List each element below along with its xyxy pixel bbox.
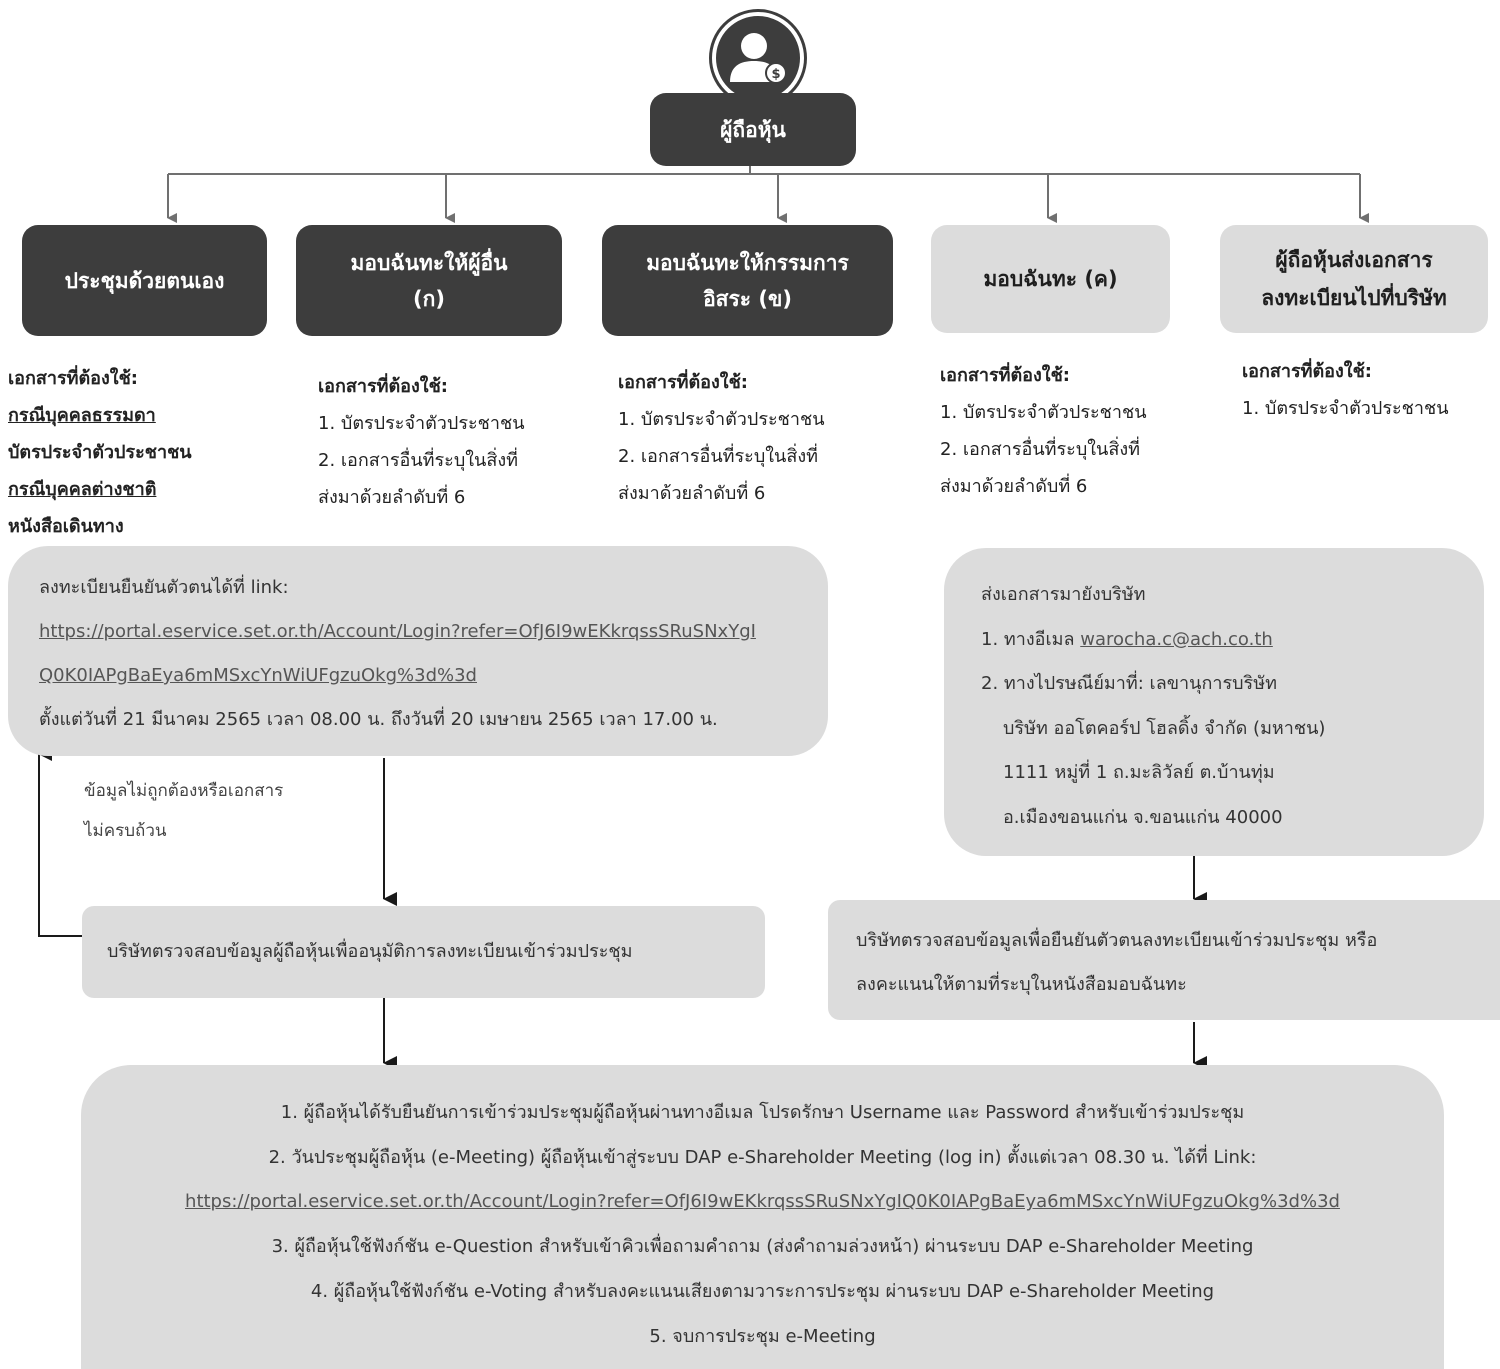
send-docs-panel: ส่งเอกสารมายังบริษัท 1. ทางอีเมล warocha… (944, 548, 1484, 856)
requirements-proxy-b: เอกสารที่ต้องใช้: 1. บัตรประจำตัวประชาชน… (618, 364, 825, 512)
send-company: บริษัท ออโตคอร์ป โฮลดิ้ง จำกัด (มหาชน) (1003, 717, 1326, 739)
req-item: 1. บัตรประจำตัวประชาชน (1242, 398, 1449, 419)
send-title: ส่งเอกสารมายังบริษัท (981, 584, 1146, 605)
option-proxy-b: มอบฉันทะให้กรรมการ อิสระ (ข) (602, 225, 893, 336)
option-label: ลงทะเบียนไปที่บริษัท (1261, 286, 1447, 310)
verify-right-line: บริษัทตรวจสอบข้อมูลเพื่อยืนยันตัวตนลงทะเ… (856, 930, 1378, 951)
final-step-1: 1. ผู้ถือหุ้นได้รับยืนยันการเข้าร่วมประช… (280, 1102, 1245, 1123)
requirements-proxy-a: เอกสารที่ต้องใช้: 1. บัตรประจำตัวประชาชน… (318, 368, 525, 516)
invalid-note-line: ไม่ครบถ้วน (84, 821, 167, 841)
send-post: 2. ทางไปรษณีย์มาที่: เลขานุการบริษัท (981, 673, 1277, 694)
requirements-mail: เอกสารที่ต้องใช้: 1. บัตรประจำตัวประชาชน (1242, 353, 1449, 427)
invalid-data-note: ข้อมูลไม่ถูกต้องหรือเอกสาร ไม่ครบถ้วน (84, 771, 283, 851)
svg-text:$: $ (771, 67, 780, 82)
send-email-link[interactable]: warocha.c@ach.co.th (1080, 628, 1273, 650)
option-label: มอบฉันทะ (ค) (983, 267, 1118, 291)
register-link-continued[interactable]: Q0K0IAPgBaEya6mMSxcYnWiUFgzuOkg%3d%3d (39, 665, 477, 686)
req-item: ส่งมาด้วยลำดับที่ 6 (940, 476, 1088, 497)
final-step-2: 2. วันประชุมผู้ถือหุ้น (e-Meeting) ผู้ถื… (268, 1146, 1257, 1168)
option-label: (ก) (413, 286, 445, 311)
req-heading: เอกสารที่ต้องใช้: (1242, 361, 1372, 382)
option-label: อิสระ (ข) (703, 286, 792, 311)
root-shareholder-box: ผู้ถือหุ้น (650, 93, 856, 166)
req-item: 1. บัตรประจำตัวประชาชน (940, 402, 1147, 423)
req-heading: เอกสารที่ต้องใช้: (318, 376, 448, 397)
req-heading: เอกสารที่ต้องใช้: (940, 365, 1070, 386)
req-item: ส่งมาด้วยลำดับที่ 6 (318, 487, 466, 508)
final-step-3: 3. ผู้ถือหุ้นใช้ฟังก์ชัน e-Question สำหร… (271, 1236, 1254, 1258)
option-self-attend: ประชุมด้วยตนเอง (22, 225, 267, 336)
option-proxy-a: มอบฉันทะให้ผู้อื่น (ก) (296, 225, 562, 336)
invalid-note-line: ข้อมูลไม่ถูกต้องหรือเอกสาร (84, 781, 284, 801)
shareholder-avatar-icon: $ (712, 12, 804, 104)
root-label: ผู้ถือหุ้น (720, 117, 786, 142)
req-item: 2. เอกสารอื่นที่ระบุในสิ่งที่ (940, 439, 1140, 460)
send-address-1: 1111 หมู่ที่ 1 ถ.มะลิวัลย์ ต.บ้านทุ่ม (1003, 762, 1275, 783)
verify-right-line: ลงคะแนนให้ตามที่ระบุในหนังสือมอบฉันทะ (856, 974, 1187, 995)
req-case-thai: กรณีบุคคลธรรมดา (8, 405, 156, 426)
option-label: มอบฉันทะให้กรรมการ (646, 250, 849, 275)
req-item: 1. บัตรประจำตัวประชาชน (618, 409, 825, 430)
option-mail-docs: ผู้ถือหุ้นส่งเอกสาร ลงทะเบียนไปที่บริษัท (1220, 225, 1488, 333)
requirements-proxy-c: เอกสารที่ต้องใช้: 1. บัตรประจำตัวประชาชน… (940, 357, 1147, 505)
register-period: ตั้งแต่วันที่ 21 มีนาคม 2565 เวลา 08.00 … (39, 709, 718, 730)
req-doc-thai: บัตรประจำตัวประชาชน (8, 442, 192, 463)
final-meeting-link[interactable]: https://portal.eservice.set.or.th/Accoun… (185, 1191, 1340, 1213)
option-label: ผู้ถือหุ้นส่งเอกสาร (1275, 248, 1433, 272)
register-panel: ลงทะเบียนยืนยันตัวตนได้ที่ link: https:/… (8, 546, 828, 756)
req-item: 2. เอกสารอื่นที่ระบุในสิ่งที่ (318, 450, 518, 471)
send-email-prefix: 1. ทางอีเมล (981, 628, 1081, 650)
final-step-4: 4. ผู้ถือหุ้นใช้ฟังก์ชัน e-Voting สำหรับ… (310, 1280, 1215, 1302)
final-steps-panel: 1. ผู้ถือหุ้นได้รับยืนยันการเข้าร่วมประช… (81, 1065, 1444, 1369)
verify-left-text: บริษัทตรวจสอบข้อมูลผู้ถือหุ้นเพื่ออนุมัต… (107, 941, 633, 962)
register-intro: ลงทะเบียนยืนยันตัวตนได้ที่ link: (39, 577, 289, 598)
req-heading: เอกสารที่ต้องใช้: (618, 372, 748, 393)
req-item: 1. บัตรประจำตัวประชาชน (318, 413, 525, 434)
final-step-5: 5. จบการประชุม e-Meeting (649, 1325, 876, 1347)
arrow-invalid-loop (38, 747, 82, 937)
option-label: ประชุมด้วยตนเอง (64, 268, 225, 293)
req-doc-foreign: หนังสือเดินทาง (8, 516, 124, 537)
verify-right-box: บริษัทตรวจสอบข้อมูลเพื่อยืนยันตัวตนลงทะเ… (828, 900, 1500, 1020)
req-heading: เอกสารที่ต้องใช้: (8, 368, 138, 389)
register-link[interactable]: https://portal.eservice.set.or.th/Accoun… (39, 621, 756, 642)
option-label: มอบฉันทะให้ผู้อื่น (350, 250, 508, 275)
option-proxy-c: มอบฉันทะ (ค) (931, 225, 1170, 333)
req-case-foreign: กรณีบุคคลต่างชาติ (8, 479, 157, 500)
send-address-2: อ.เมืองขอนแก่น จ.ขอนแก่น 40000 (1003, 806, 1283, 828)
requirements-self: เอกสารที่ต้องใช้: กรณีบุคคลธรรมดา บัตรปร… (8, 360, 192, 545)
req-item: ส่งมาด้วยลำดับที่ 6 (618, 483, 766, 504)
send-email-line: 1. ทางอีเมล warocha.c@ach.co.th (981, 618, 1484, 663)
req-item: 2. เอกสารอื่นที่ระบุในสิ่งที่ (618, 446, 818, 467)
verify-left-box: บริษัทตรวจสอบข้อมูลผู้ถือหุ้นเพื่ออนุมัต… (82, 906, 765, 998)
